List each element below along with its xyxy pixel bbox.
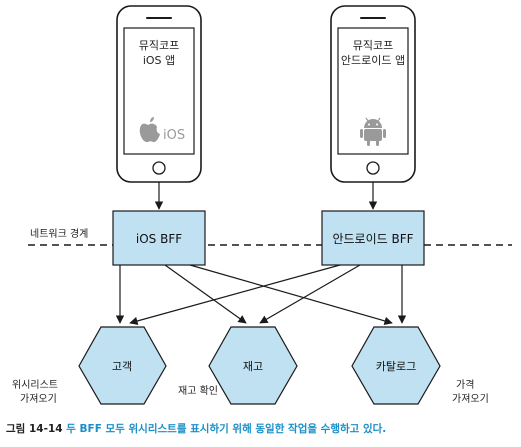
price-label-line2: 가져오기	[452, 393, 489, 405]
android-logo-icon	[360, 117, 386, 146]
arrow-ios-bff-to-inventory	[164, 264, 247, 324]
arrow-ios-bff-to-catalog	[189, 264, 393, 325]
price-label-line1: 가격	[456, 378, 474, 391]
network-boundary-label: 네트워크 경계	[30, 227, 88, 240]
inventory-service-label: 재고	[243, 360, 263, 373]
customer-service-hexagon: 고객	[78, 326, 167, 405]
android-bff-label: 안드로이드 BFF	[332, 232, 413, 246]
customer-service-label: 고객	[112, 360, 132, 373]
arrow-android-bff-to-inventory	[259, 264, 361, 324]
arrow-android-bff-to-customer	[129, 264, 341, 326]
ios-bff-box: iOS BFF	[112, 210, 206, 266]
ios-bff-label: iOS BFF	[136, 232, 182, 246]
figure-caption: 그림 14-14 두 BFF 모두 위시리스트를 표시하기 위해 동일한 작업을…	[6, 421, 516, 436]
android-bff-box: 안드로이드 BFF	[321, 210, 425, 266]
inventory-check-label: 재고 확인	[178, 385, 218, 397]
figure-caption-text: 두 BFF 모두 위시리스트를 표시하기 위해 동일한 작업을 수행하고 있다.	[66, 423, 387, 435]
android-phone-title-line1: 뮤직코프	[353, 39, 393, 52]
ios-logo-text: iOS	[163, 128, 185, 143]
inventory-service-hexagon: 재고	[208, 326, 298, 405]
wishlist-label-line2: 가져오기	[20, 393, 57, 405]
android-phone: 뮤직코프 안드로이드 앱	[330, 5, 416, 183]
figure-caption-number: 그림 14-14	[6, 423, 63, 435]
catalog-service-label: 카탈로그	[376, 360, 416, 373]
wishlist-label-line1: 위시리스트	[12, 378, 58, 391]
ios-phone-title-line2: iOS 앱	[143, 54, 175, 67]
catalog-service-hexagon: 카탈로그	[351, 326, 441, 405]
ios-phone: 뮤직코프 iOS 앱 iOS	[116, 5, 202, 183]
android-phone-title-line2: 안드로이드 앱	[341, 54, 405, 67]
ios-phone-title-line1: 뮤직코프	[139, 39, 179, 52]
apple-logo-icon	[139, 117, 160, 143]
